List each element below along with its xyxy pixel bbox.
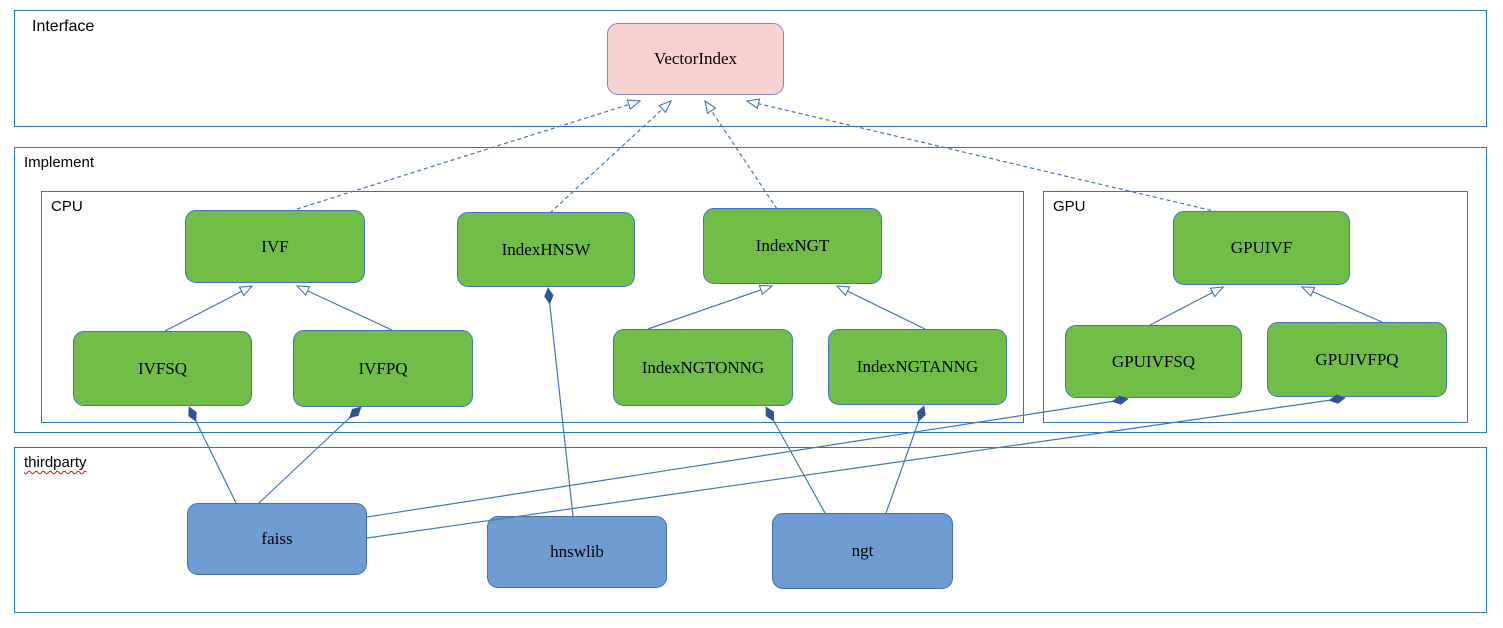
node-gpuivf[interactable]: GPUIVF: [1173, 211, 1350, 285]
node-gpuivfsq-label: GPUIVFSQ: [1111, 351, 1196, 371]
node-faiss-label: faiss: [261, 529, 293, 548]
node-ivf[interactable]: IVF: [185, 210, 365, 283]
node-indexngtonng-label: IndexNGTONNG: [641, 357, 765, 377]
node-indexhnsw[interactable]: IndexHNSW: [457, 212, 635, 287]
node-indexngt-label: IndexNGT: [755, 236, 830, 255]
node-hnswlib[interactable]: hnswlib: [487, 516, 667, 588]
container-gpu-label: GPU: [1053, 198, 1086, 215]
node-indexngtanng[interactable]: IndexNGTANNG: [828, 329, 1007, 405]
node-vectorindex-label: VectorIndex: [653, 49, 738, 68]
node-gpuivfsq[interactable]: GPUIVFSQ: [1065, 325, 1242, 398]
container-implement-label: Implement: [24, 154, 95, 171]
node-ivfsq[interactable]: IVFSQ: [73, 331, 252, 406]
node-gpuivf-label: GPUIVF: [1230, 238, 1293, 257]
node-indexhnsw-label: IndexHNSW: [501, 239, 591, 259]
node-ivfpq[interactable]: IVFPQ: [293, 330, 473, 407]
node-ivfsq-label: IVFSQ: [137, 358, 188, 378]
container-thirdparty-label: thirdparty: [24, 454, 87, 471]
node-ivf-label: IVF: [261, 236, 289, 256]
container-cpu-label: CPU: [51, 198, 83, 215]
node-indexngt[interactable]: IndexNGT: [703, 208, 882, 284]
node-indexngtonng[interactable]: IndexNGTONNG: [613, 329, 793, 406]
container-interface-label: Interface: [32, 18, 95, 35]
node-gpuivfpq[interactable]: GPUIVFPQ: [1267, 322, 1447, 397]
node-ivfpq-label: IVFPQ: [358, 358, 408, 378]
node-ngt[interactable]: ngt: [772, 513, 953, 589]
node-gpuivfpq-label: GPUIVFPQ: [1315, 349, 1399, 369]
node-indexngtanng-label: IndexNGTANNG: [856, 357, 979, 376]
node-faiss[interactable]: faiss: [187, 503, 367, 575]
node-hnswlib-label: hnswlib: [550, 542, 604, 561]
node-ngt-label: ngt: [851, 541, 874, 560]
node-vectorindex[interactable]: VectorIndex: [607, 23, 784, 95]
